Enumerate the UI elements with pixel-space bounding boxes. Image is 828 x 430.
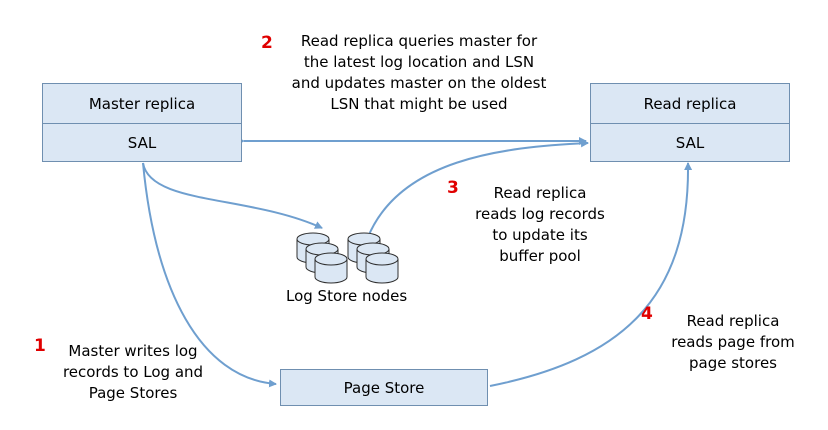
step-3-line: reads log records [475,205,605,223]
log-store-cylinders-icon [296,232,399,284]
step-4-line: page stores [689,354,777,372]
step-3-line: buffer pool [499,247,581,265]
step-2-line: the latest log location and LSN [303,53,535,71]
master-to-page-store-arrow [142,162,277,388]
page-store-box: Page Store [280,369,488,406]
master-replica-box: Master replica SAL [42,83,242,162]
step-2-line: Read replica queries master for [300,32,538,50]
step-2-text: Read replica queries master for the late… [274,31,564,115]
log-store-to-read-arrow [367,139,589,238]
step-2-line: LSN that might be used [330,95,508,113]
step-3-text: Read replica reads log records to update… [465,183,615,267]
step-4-number: 4 [641,304,653,324]
master-sal-label: SAL [127,134,157,152]
page-store-to-read-arrow [489,162,693,387]
page-store-label: Page Store [343,378,425,397]
read-box-divider [591,123,789,124]
read-sal-label: SAL [675,134,705,152]
step-3-line: to update its [492,226,588,244]
step-3-line: Read replica [493,184,587,202]
step-1-line: Master writes log [68,342,198,360]
master-replica-title: Master replica [88,94,196,113]
step-3-number: 3 [447,178,459,198]
step-1-line: Page Stores [88,384,178,402]
step-2-number: 2 [261,33,273,53]
log-store-label: Log Store nodes [286,287,408,305]
step-4-line: Read replica [686,312,780,330]
step-1-text: Master writes log records to Log and Pag… [48,341,218,404]
step-1-line: records to Log and [62,363,204,381]
step-4-line: reads page from [671,333,795,351]
step-2-line: and updates master on the oldest [291,74,547,92]
step-1-number: 1 [34,336,46,356]
read-replica-title: Read replica [643,94,737,113]
step-4-text: Read replica reads page from page stores [658,311,808,374]
read-replica-box: Read replica SAL [590,83,790,162]
master-to-log-store-arrow [142,162,323,229]
master-box-divider [43,123,241,124]
